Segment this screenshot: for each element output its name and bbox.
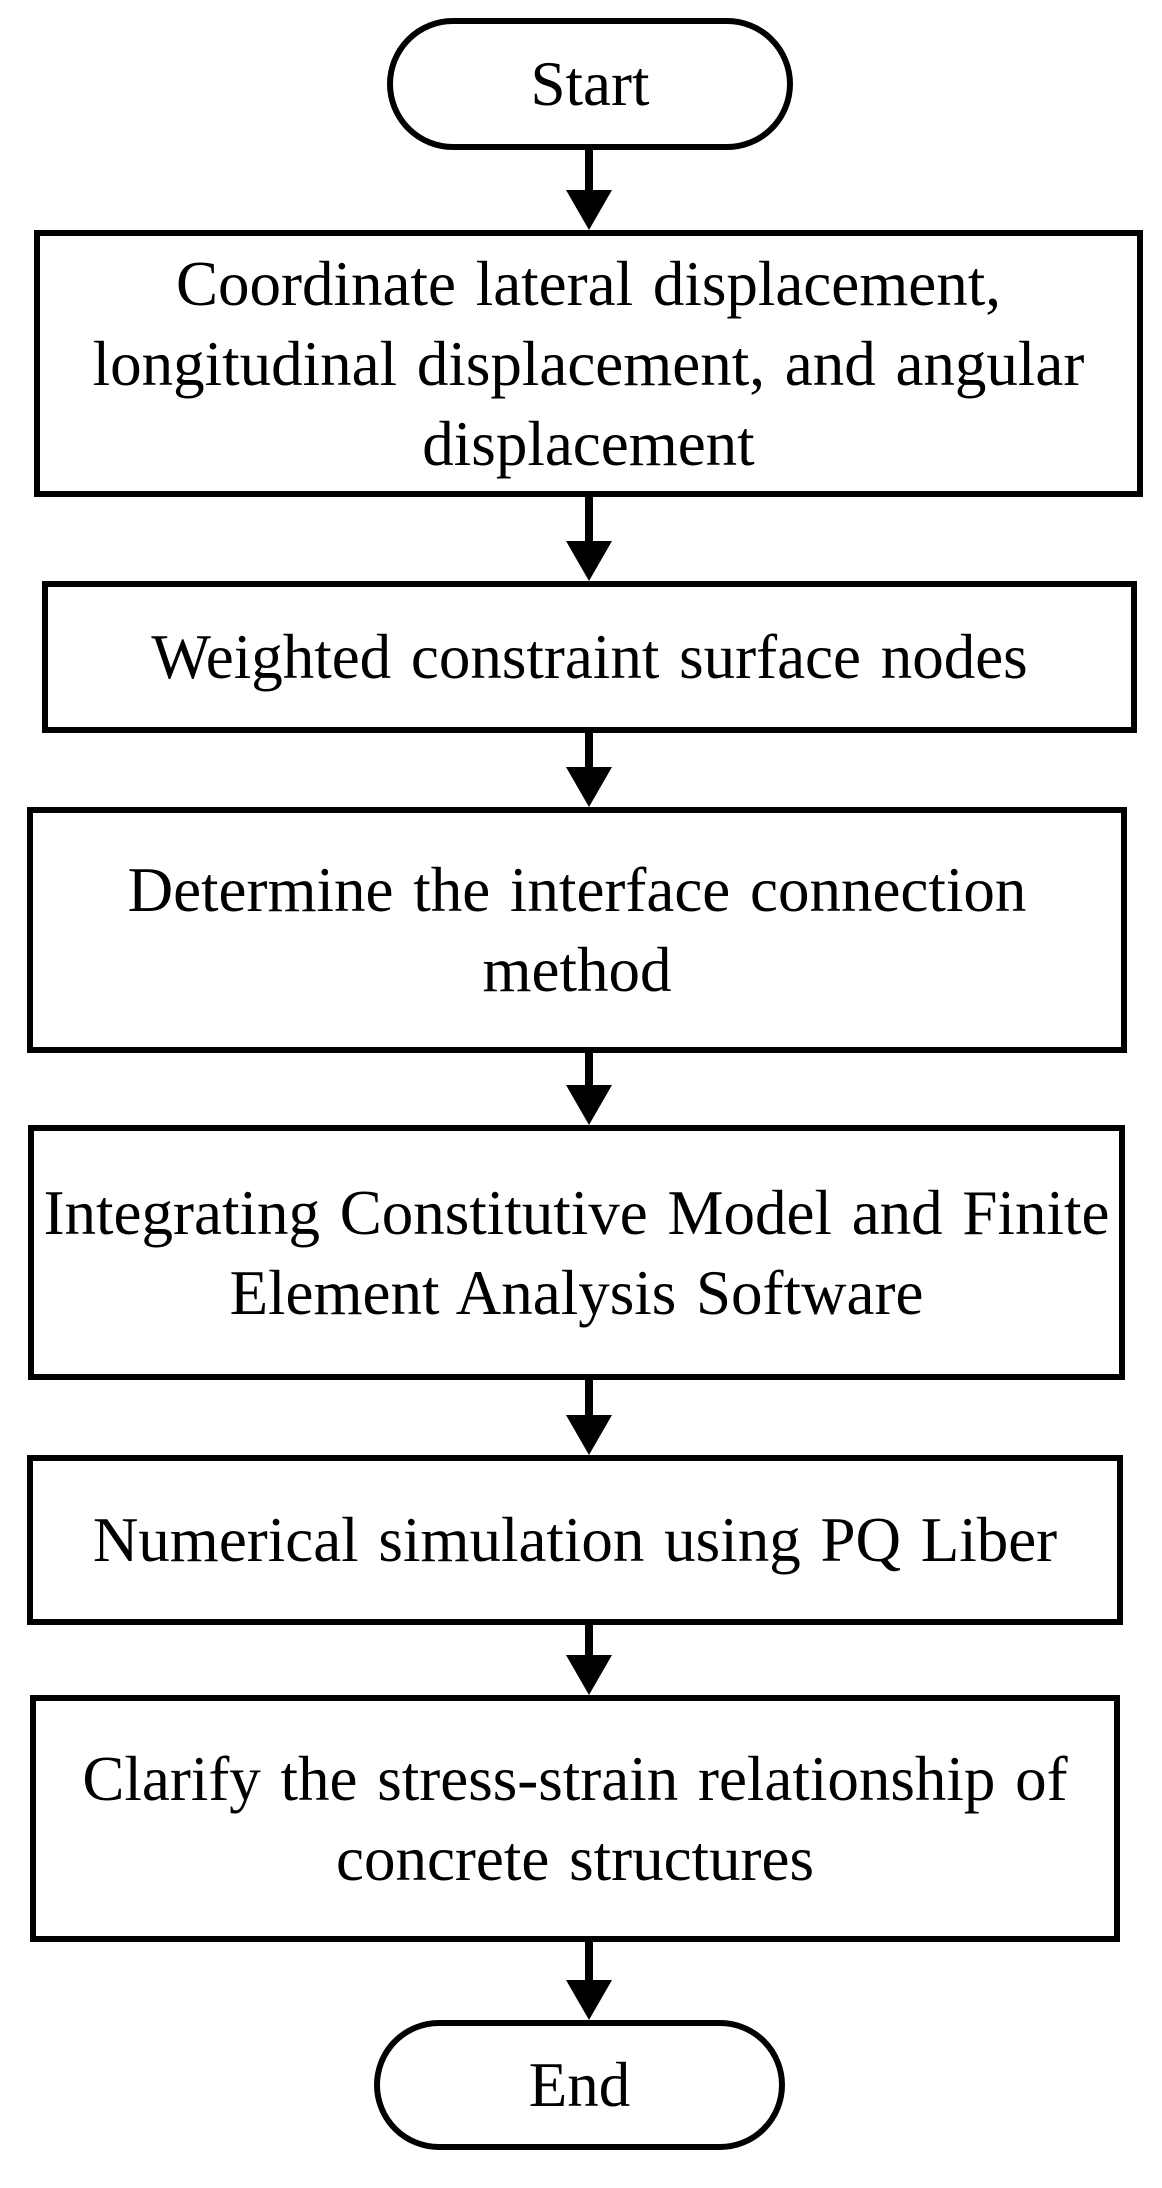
flow-node-label-line: displacement [422, 408, 755, 479]
flow-node-stress-strain-relationship: Clarify the stress-strain relationship o… [30, 1695, 1120, 1942]
arrow-down-icon [566, 497, 612, 581]
arrow-head-icon [566, 1655, 612, 1695]
flow-node-label: Start [530, 49, 650, 119]
arrow-down-icon [566, 1053, 612, 1125]
arrow-down-icon [566, 1625, 612, 1695]
flow-node-weighted-constraint-nodes: Weighted constraint surface nodes [42, 581, 1137, 733]
arrow-down-icon [566, 150, 612, 230]
arrow-stem [585, 497, 593, 545]
arrow-stem [585, 733, 593, 771]
flow-node-label-line: concrete structures [335, 1823, 814, 1894]
flow-node-start: Start [387, 18, 793, 150]
arrow-down-icon [566, 1380, 612, 1455]
arrow-head-icon [566, 767, 612, 807]
flow-node-interface-connection-method: Determine the interface connection metho… [27, 807, 1127, 1053]
flow-node-label: Weighted constraint surface nodes [151, 622, 1028, 692]
flow-node-label: Numerical simulation using PQ Liber [92, 1505, 1058, 1575]
flow-node-coordinate-displacements: Coordinate lateral displacement, longitu… [34, 230, 1143, 497]
arrow-head-icon [566, 1085, 612, 1125]
flow-node-label-line: Clarify the stress-strain relationship o… [82, 1743, 1068, 1814]
arrow-head-icon [566, 1415, 612, 1455]
arrow-head-icon [566, 190, 612, 230]
arrow-down-icon [566, 1942, 612, 2020]
flow-node-label-line: longitudinal displacement, and angular [92, 328, 1085, 399]
flow-node-label-line: Coordinate lateral displacement, [176, 248, 1001, 319]
arrow-head-icon [566, 541, 612, 581]
flow-node-label-line: Element Analysis Software [229, 1257, 924, 1328]
arrow-down-icon [566, 733, 612, 807]
arrow-stem [585, 1625, 593, 1659]
flow-node-integrating-constitutive-model: Integrating Constitutive Model and Finit… [28, 1125, 1125, 1380]
flow-node-label-line: method [482, 935, 672, 1005]
flow-node-label: End [528, 2050, 631, 2120]
flow-node-numerical-simulation: Numerical simulation using PQ Liber [27, 1455, 1123, 1625]
arrow-stem [585, 1053, 593, 1089]
arrow-stem [585, 1942, 593, 1984]
flow-node-label-line: Integrating Constitutive Model and Finit… [43, 1177, 1110, 1248]
arrow-stem [585, 1380, 593, 1419]
flow-node-label-line: Determine the interface connection [127, 855, 1027, 925]
arrow-head-icon [566, 1980, 612, 2020]
arrow-stem [585, 150, 593, 194]
flow-node-end: End [374, 2020, 785, 2150]
